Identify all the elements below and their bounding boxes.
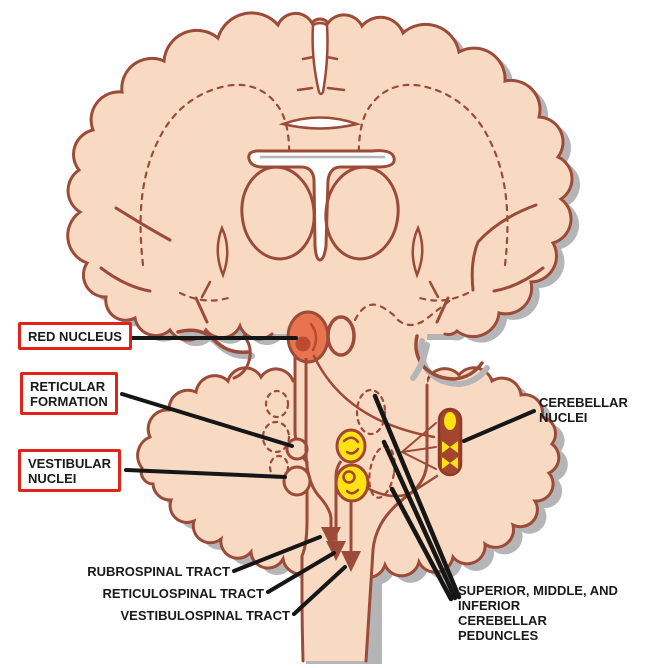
reticular-formation-label-line2: FORMATION (30, 394, 108, 409)
cerebellar-connection-lines (312, 354, 439, 498)
rubrospinal-tract-label-text: RUBROSPINAL TRACT (87, 564, 230, 579)
leader-vestibular-nuclei (124, 468, 287, 479)
temporal-horn-right (410, 334, 490, 388)
vestibular-nuclei-circle (282, 465, 312, 497)
red-nucleus-label-text: RED NUCLEUS (28, 329, 122, 344)
leader-lines (120, 336, 536, 616)
reticular-formation-circle (285, 437, 309, 461)
brainstem-right-edge (364, 383, 429, 663)
red-nucleus-outline-twin (326, 315, 356, 357)
vestibulospinal-arrowhead (341, 551, 361, 572)
brainstem-yellow-nucleus-upper (335, 428, 367, 464)
reticulospinal-arrowhead (326, 541, 346, 561)
sulci-lines (99, 203, 545, 324)
cortex-dashed-boundary (139, 83, 509, 327)
leader-cerebellar-nuclei (462, 409, 536, 443)
leader-peduncle-superior (372, 393, 462, 600)
basal-ganglia-diamonds (200, 224, 440, 299)
reticulospinal-tract-line (334, 460, 343, 541)
cerebellar-peduncles-label-line2: INFERIOR (458, 598, 521, 613)
longitudinal-fissure (311, 21, 329, 96)
red-nucleus-label: RED NUCLEUS (18, 322, 132, 350)
dashed-nuclei-outlines (261, 388, 396, 499)
reticulospinal-tract-label: RETICULOSPINAL TRACT (0, 586, 264, 601)
cerebellar-peduncles-label-line4: PEDUNCLES (458, 628, 539, 643)
cerebrum-outline (66, 11, 574, 342)
descending-tracts (304, 358, 361, 572)
fissure-ticks (296, 55, 346, 92)
cerebellar-nuclei-label-line1: CEREBELLAR (539, 395, 628, 410)
cerebellar-peduncles-label: SUPERIOR, MIDDLE, AND INFERIOR CEREBELLA… (458, 583, 618, 643)
brainstem-yellow-nucleus-lower (334, 463, 370, 503)
vestibular-nuclei-label: VESTIBULAR NUCLEI (18, 449, 122, 492)
cerebellar-peduncles-label-line3: CEREBELLAR (458, 613, 547, 628)
leader-peduncle-middle (381, 439, 458, 601)
vestibular-nuclei-label-line1: VESTIBULAR (28, 456, 112, 471)
reticular-formation-label: RETICULAR FORMATION (20, 372, 118, 415)
rubrospinal-tract-line (304, 358, 333, 528)
leader-vestibulospinal (292, 565, 347, 616)
rubrospinal-tract-label: RUBROSPINAL TRACT (0, 564, 230, 579)
cerebellar-nuclei-label-line2: NUCLEI (539, 410, 588, 425)
leader-rubrospinal (232, 535, 322, 573)
cerebellar-nuclei-structure (437, 407, 463, 477)
reticular-formation-label-line1: RETICULAR (30, 379, 106, 394)
vestibular-nuclei-label-line2: NUCLEI (28, 471, 77, 486)
cerebellar-nuclei-label: CEREBELLAR NUCLEI (539, 395, 628, 425)
leader-reticular-formation (120, 392, 294, 448)
leader-reticulospinal (266, 551, 336, 594)
vestibulospinal-tract-label: VESTIBULOSPINAL TRACT (0, 608, 291, 623)
cerebellar-peduncles-label-line1: SUPERIOR, MIDDLE, AND (458, 583, 618, 598)
thalamus-right (324, 165, 400, 261)
corpus-callosum (278, 116, 362, 130)
thalamus-left (240, 165, 316, 261)
reticulospinal-tract-label-text: RETICULOSPINAL TRACT (102, 586, 264, 601)
leader-peduncle-inferior (389, 486, 454, 602)
vestibulospinal-tract-label-text: VESTIBULOSPINAL TRACT (120, 608, 291, 623)
